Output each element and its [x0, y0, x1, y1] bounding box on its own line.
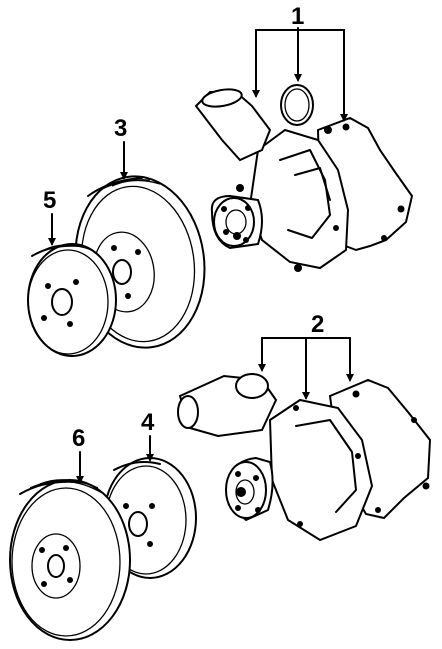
callout-2: 2: [311, 311, 324, 338]
callout-6: 6: [72, 425, 85, 452]
callout-1: 1: [291, 3, 304, 30]
leader-lines: [48, 27, 354, 484]
callout-4: 4: [141, 409, 155, 436]
callout-5: 5: [43, 187, 56, 214]
water-pump-bottom: [177, 373, 432, 542]
pulley-5: [27, 243, 117, 357]
pulley-6: [9, 479, 131, 641]
callout-3: 3: [114, 115, 127, 142]
water-pump-top: [194, 84, 414, 272]
